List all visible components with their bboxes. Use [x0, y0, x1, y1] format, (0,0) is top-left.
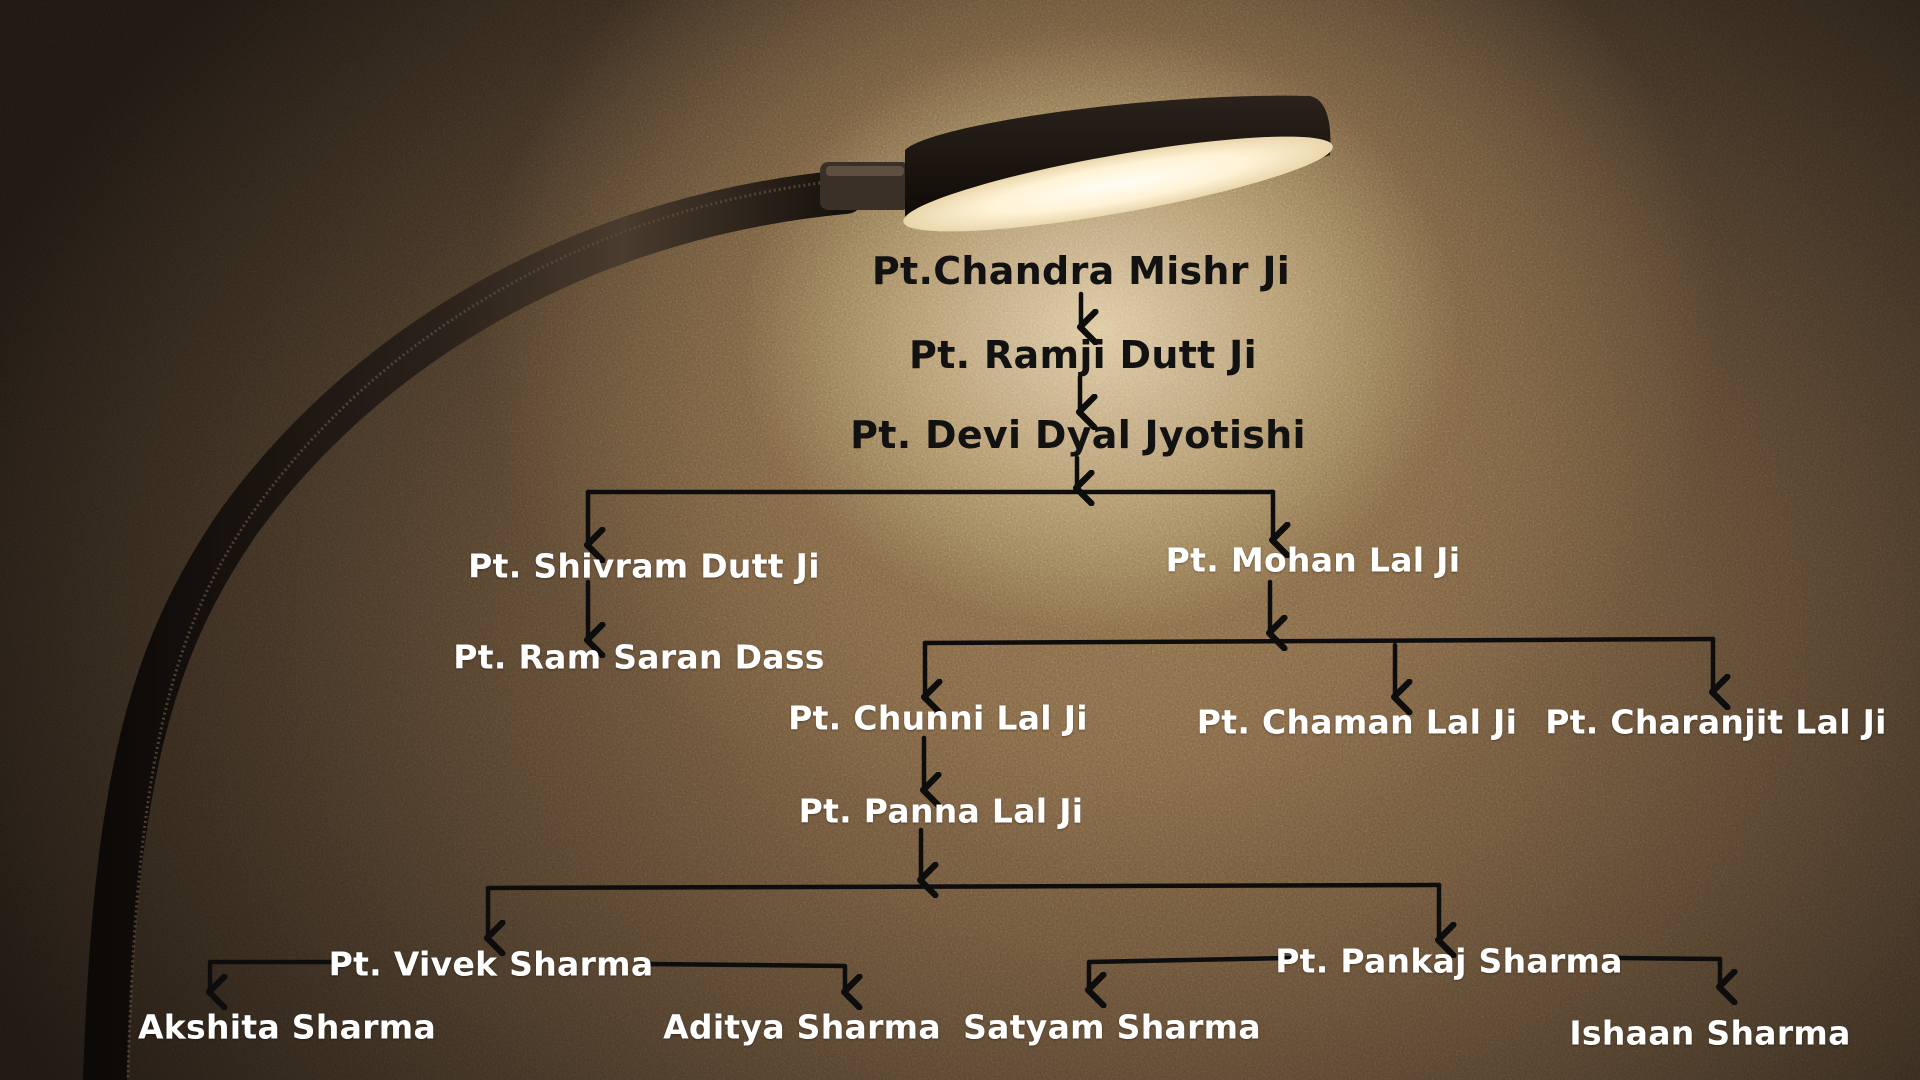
node-panna: Pt. Panna Lal Ji [798, 791, 1084, 831]
node-chaman: Pt. Chaman Lal Ji [1196, 702, 1518, 742]
lamp-arm [83, 170, 867, 1080]
node-pankaj: Pt. Pankaj Sharma [1275, 941, 1623, 981]
node-satyam: Satyam Sharma [963, 1007, 1261, 1047]
node-mohan: Pt. Mohan Lal Ji [1165, 540, 1461, 580]
node-ishaan: Ishaan Sharma [1569, 1013, 1851, 1053]
lamp-bulb [903, 136, 1333, 232]
node-devi: Pt. Devi Dyal Jyotishi [850, 413, 1306, 457]
node-vivek: Pt. Vivek Sharma [328, 944, 654, 984]
edge-vivek-akshita [210, 959, 336, 992]
edge-pankaj-satyam [1089, 955, 1293, 990]
bracket-panna-children [485, 882, 1442, 891]
node-chunni: Pt. Chunni Lal Ji [788, 698, 1088, 738]
node-akshita: Akshita Sharma [137, 1007, 437, 1047]
bracket-mohan-children [922, 636, 1716, 646]
edge-pankaj-ishaan [1615, 955, 1720, 987]
node-chandra: Pt.Chandra Mishr Ji [871, 249, 1291, 293]
edge-vivek-aditya [642, 961, 845, 992]
node-ramji: Pt. Ramji Dutt Ji [909, 333, 1257, 377]
node-aditya: Aditya Sharma [663, 1007, 941, 1047]
node-charanjit: Pt. Charanjit Lal Ji [1545, 702, 1887, 742]
node-ramsaran: Pt. Ram Saran Dass [453, 637, 825, 677]
node-shivram: Pt. Shivram Dutt Ji [468, 546, 820, 586]
